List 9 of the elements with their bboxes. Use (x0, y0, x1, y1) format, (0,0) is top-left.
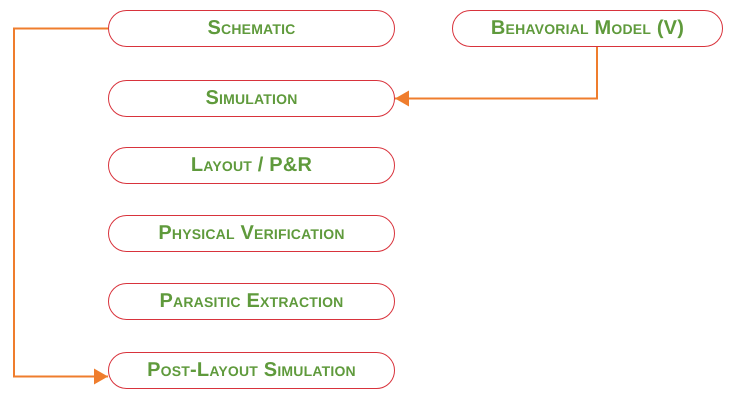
process-box: Behavorial Model (V) (452, 10, 723, 47)
process-box: Layout / P&R (108, 147, 395, 184)
process-box: Post-Layout Simulation (108, 352, 395, 389)
arrow (13, 28, 108, 384)
process-box: Schematic (108, 10, 395, 47)
process-box: Physical Verification (108, 215, 395, 252)
arrow (395, 47, 598, 106)
process-box: Simulation (108, 80, 395, 117)
process-box: Parasitic Extraction (108, 283, 395, 320)
